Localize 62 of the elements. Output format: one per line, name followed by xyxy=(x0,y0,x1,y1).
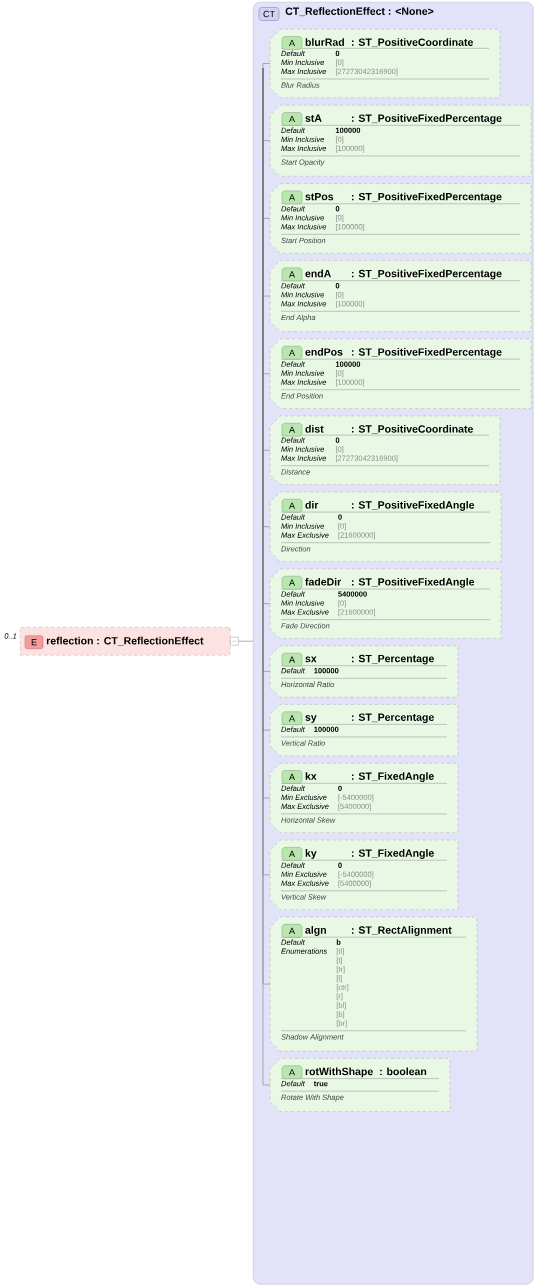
attribute-name: stPos xyxy=(305,193,334,201)
kind-badge: A xyxy=(281,711,303,725)
attribute-box xyxy=(269,1058,451,1112)
attribute-box xyxy=(269,839,459,910)
attribute-box xyxy=(269,29,501,98)
attribute-name: fadeDir xyxy=(305,577,341,586)
type-name: : ST_PositiveFixedAngle xyxy=(352,500,475,511)
kind-badge: A xyxy=(281,346,303,360)
attribute-box xyxy=(269,568,502,639)
attribute-box xyxy=(269,645,459,698)
attribute-name: algn xyxy=(305,926,326,936)
attribute-name: stA xyxy=(305,114,322,122)
type-name: : ST_RectAlignment xyxy=(352,926,452,936)
type-name: : ST_PositiveCoordinate xyxy=(352,424,473,434)
kind-badge: A xyxy=(281,190,303,205)
type-name: : ST_PositiveFixedPercentage xyxy=(352,348,502,358)
type-name: : ST_PositiveFixedAngle xyxy=(352,577,475,588)
kind-badge: E xyxy=(24,635,44,649)
kind-badge: A xyxy=(281,499,303,513)
attribute-name: dir xyxy=(305,500,319,509)
attribute-name: rotWithShape xyxy=(305,1067,373,1078)
attribute-name: ky xyxy=(305,849,317,859)
type-name: : ST_FixedAngle xyxy=(352,772,434,782)
type-name: : ST_PositiveCoordinate xyxy=(352,38,473,48)
attribute-name: endPos xyxy=(305,348,343,356)
tree-line xyxy=(262,63,271,69)
type-name: : boolean xyxy=(380,1067,427,1076)
attribute-box xyxy=(269,338,532,409)
type-heading: CT_ReflectionEffect : <None> xyxy=(285,7,434,17)
type-name: : ST_PositiveFixedPercentage xyxy=(352,192,502,203)
attribute-name: kx xyxy=(305,772,317,780)
kind-badge: A xyxy=(281,770,303,784)
attribute-box xyxy=(269,916,478,1052)
type-name: : ST_PositiveFixedPercentage xyxy=(352,269,502,280)
kind-badge: A xyxy=(281,423,303,437)
type-name: : ST_PositiveFixedPercentage xyxy=(352,114,502,125)
attribute-box xyxy=(269,260,532,332)
attribute-box xyxy=(269,704,459,756)
kind-badge: A xyxy=(281,1065,303,1079)
attribute-box xyxy=(269,491,502,562)
kind-badge: A xyxy=(281,112,303,126)
element-name: reflection : CT_ReflectionEffect xyxy=(46,636,204,646)
kind-badge: A xyxy=(281,924,303,938)
type-name: : ST_Percentage xyxy=(352,713,434,724)
attribute-box xyxy=(269,762,459,833)
attribute-box xyxy=(269,105,532,177)
kind-badge: A xyxy=(281,847,303,861)
kind-badge: A xyxy=(281,575,303,590)
attribute-box xyxy=(269,415,501,485)
type-name: : ST_Percentage xyxy=(352,654,434,665)
attribute-name: dist xyxy=(305,424,324,433)
attribute-box xyxy=(269,183,532,254)
kind-badge: A xyxy=(281,267,303,282)
element-box xyxy=(20,627,231,656)
attribute-name: sy xyxy=(305,715,317,723)
type-name: : ST_FixedAngle xyxy=(352,849,434,859)
kind-badge: A xyxy=(281,36,303,50)
kind-badge: CT xyxy=(258,7,280,21)
kind-badge: A xyxy=(281,652,303,667)
attribute-name: blurRad xyxy=(305,38,344,46)
attribute-name: sx xyxy=(305,656,317,663)
attribute-name: endA xyxy=(305,269,331,278)
